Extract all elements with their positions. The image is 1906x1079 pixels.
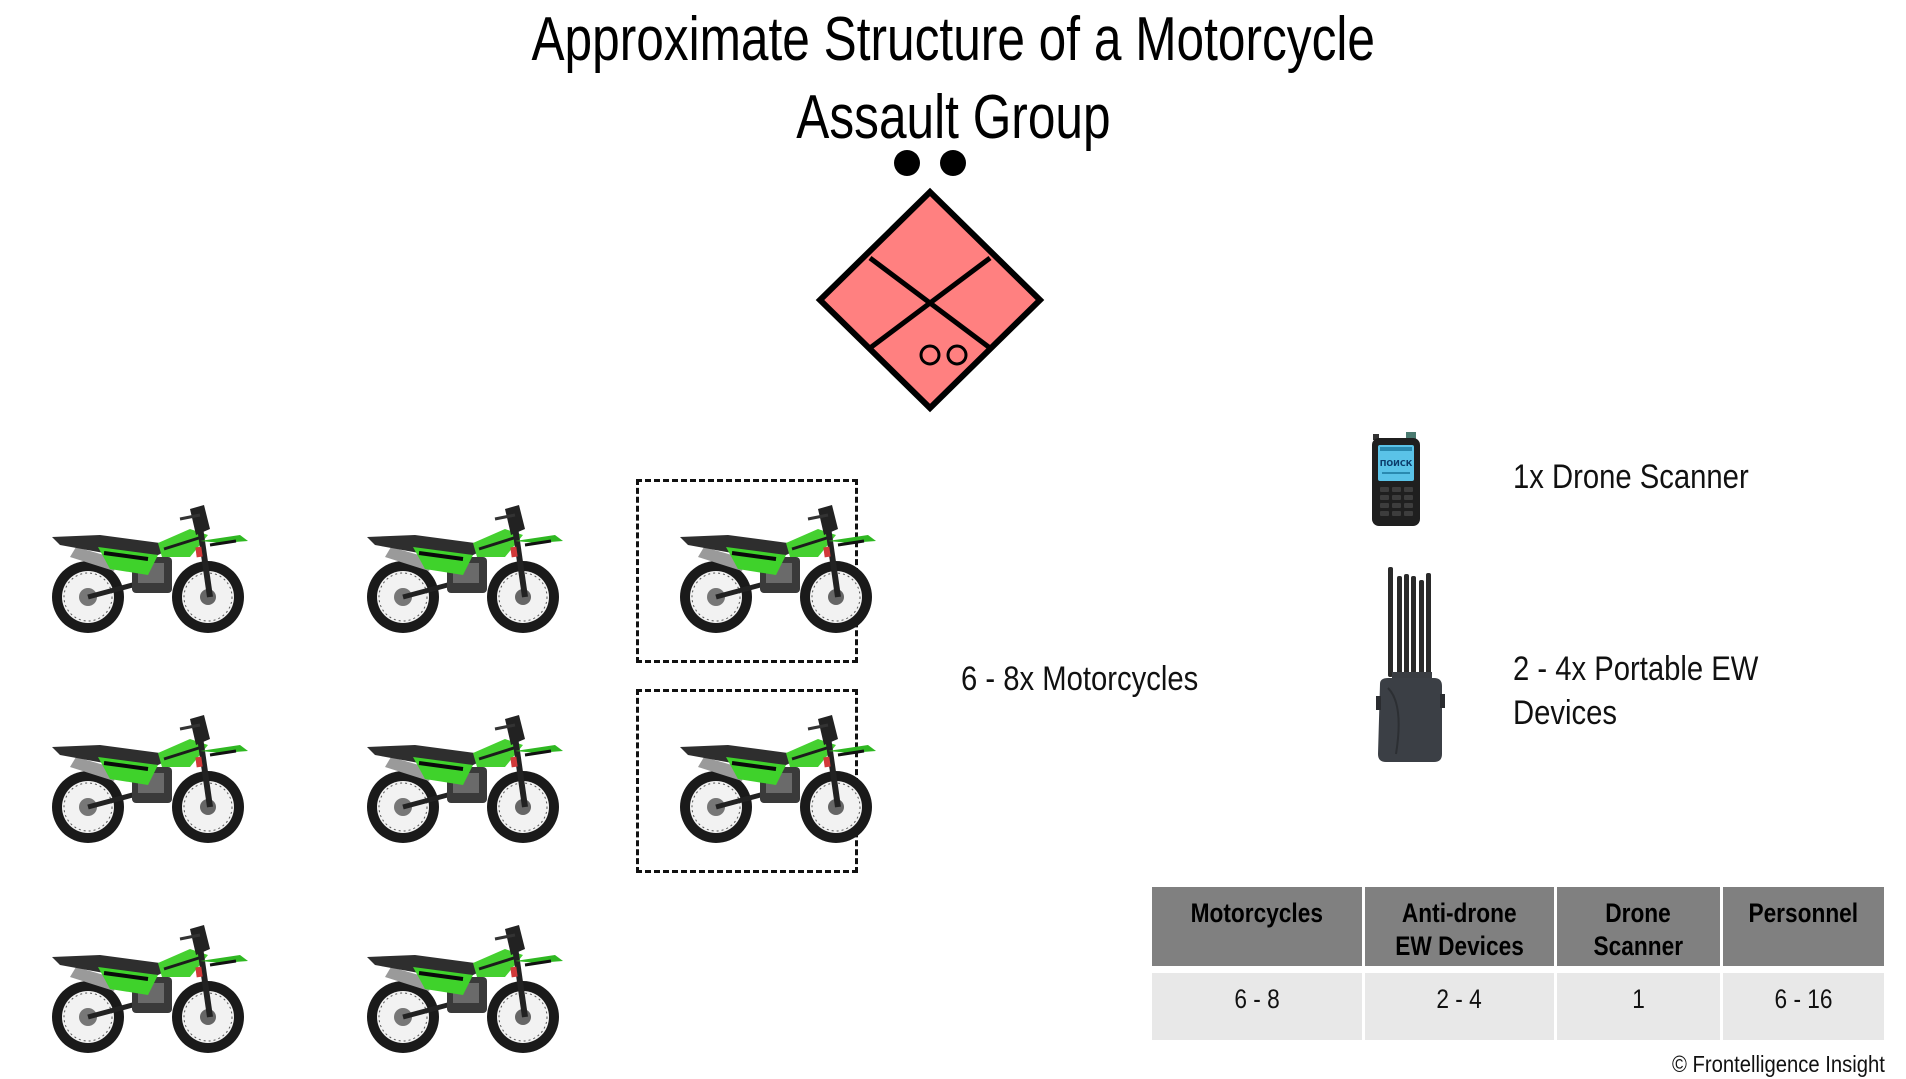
motorcycle-icon [355, 715, 567, 845]
echelon-dot-icon [894, 150, 920, 176]
motorcycle-icon [355, 925, 567, 1055]
table-header-drone-scanner: Drone Scanner [1557, 887, 1720, 966]
echelon-dot-icon [940, 150, 966, 176]
table-cell-drone-scanner: 1 [1557, 973, 1720, 1040]
table-header-motorcycles: Motorcycles [1152, 887, 1362, 966]
table-header-personnel: Personnel [1723, 887, 1884, 966]
drone-scanner-icon: ПОИСК [1372, 432, 1420, 526]
page-title-line-2: Assault Group [795, 83, 1111, 152]
ew-device-label: 2 - 4x Portable EW Devices [1513, 650, 1759, 732]
motorcycle-icon [40, 715, 252, 845]
motorcycle-icon [668, 715, 880, 845]
table-header-ew-devices: Anti-drone EW Devices [1365, 887, 1554, 966]
wheel-circle-icon [919, 344, 941, 366]
motorcycle-icon [355, 505, 567, 635]
drone-scanner-label: 1x Drone Scanner [1513, 458, 1749, 496]
copyright-text: © Frontelligence Insight [1672, 1051, 1885, 1077]
motorcycle-icon [668, 505, 880, 635]
svg-text:ПОИСК: ПОИСК [1380, 459, 1413, 468]
motorcycle-icon [40, 505, 252, 635]
table-cell-ew-devices: 2 - 4 [1365, 973, 1554, 1040]
ew-device-icon [1376, 567, 1445, 762]
wheel-circle-icon [946, 344, 968, 366]
table-cell-motorcycles: 6 - 8 [1152, 973, 1362, 1040]
motorcycle-icon [40, 925, 252, 1055]
table-cell-personnel: 6 - 16 [1723, 973, 1884, 1040]
hostile-unit-symbol-icon [815, 150, 1045, 413]
page-title-line-1: Approximate Structure of a Motorcycle [531, 5, 1375, 74]
motorcycles-label: 6 - 8x Motorcycles [961, 660, 1199, 698]
